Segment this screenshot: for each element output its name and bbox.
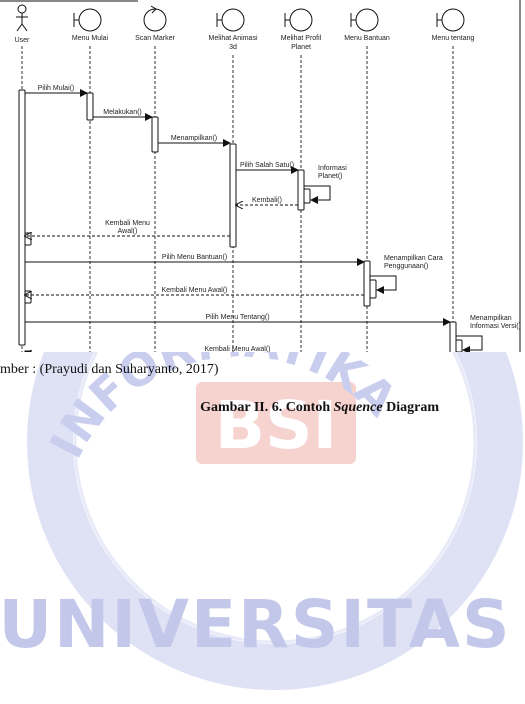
message-label: Melakukan()	[103, 109, 142, 116]
actor-head	[17, 4, 27, 14]
message-label: Menampilkan	[470, 315, 512, 322]
activation-bar	[151, 116, 159, 153]
participant-menu-mulai: Menu Mulai	[72, 8, 109, 42]
actor-leg-right	[21, 23, 28, 32]
participant-label: 3d	[229, 44, 237, 51]
message: Pilih Menu Tentang()	[25, 314, 451, 326]
activation-bar	[18, 89, 26, 346]
activation-bar	[363, 260, 371, 307]
message-label: Informasi	[318, 165, 347, 172]
message: Melakukan()	[93, 109, 153, 121]
message-label: Pilih Mulai()	[38, 85, 75, 92]
message-label: Pilih Salah Satu()	[240, 162, 294, 169]
message-label: Kembali Menu Awal()	[204, 346, 270, 352]
participant-label: Menu Bantuan	[344, 35, 390, 42]
return-message: Kembali Menu Awal()	[25, 346, 271, 352]
message-label: Penggunaan()	[384, 263, 428, 270]
boundary-icon	[441, 8, 465, 32]
message-label: Pilih Menu Tentang()	[205, 314, 269, 321]
message-label: Menampilkan()	[171, 135, 217, 142]
participant-menu-bantuan: Menu Bantuan	[344, 8, 390, 42]
watermark-logo: BSI INFORMATIKA UNIVERSITAS	[0, 352, 523, 690]
participant-scan-marker: Scan Marker	[135, 5, 176, 42]
boundary-icon	[221, 8, 245, 32]
watermark-ring	[27, 352, 523, 690]
figure-title-caption: Gambar II. 6. Contoh Squence Diagram	[0, 400, 525, 416]
activation-bar	[24, 232, 32, 246]
activation-bar	[24, 290, 32, 304]
message-label: Kembali Menu Awal()	[161, 287, 227, 294]
control-arrow-icon	[150, 5, 157, 14]
control-icon	[143, 8, 167, 32]
activation-bar	[24, 350, 32, 352]
boundary-icon	[289, 8, 313, 32]
participant-label: Scan Marker	[135, 35, 175, 42]
activation-bar	[455, 339, 463, 352]
participant-label: Menu Mulai	[72, 35, 109, 42]
svg-text:BSI: BSI	[215, 387, 337, 464]
self-message-arrow	[456, 335, 483, 352]
message-label: Planet()	[318, 173, 343, 180]
message: Pilih Menu Bantuan()	[25, 254, 365, 266]
participant-label: Melihat Animasi	[208, 35, 257, 42]
message: Pilih Mulai()	[25, 85, 88, 97]
participant-label: User	[15, 37, 30, 44]
message-label: Awal()	[118, 228, 138, 235]
participant-label: Melihat Profil	[281, 35, 322, 42]
figure-source-caption: mber : (Prayudi dan Suharyanto, 2017)	[0, 362, 219, 377]
message-label: Kembali Menu	[105, 220, 150, 227]
figure-title-suffix: Diagram	[382, 400, 439, 415]
actor-leg-left	[16, 23, 23, 32]
message-label: Menampilkan Cara	[384, 255, 443, 262]
activation-bar	[449, 321, 457, 352]
participant-melihat-animasi: Melihat Animasi 3d	[208, 8, 258, 51]
boundary-icon	[355, 8, 379, 32]
return-message: Kembali Menu Awal()	[25, 287, 364, 295]
sequence-diagram: User Menu Mulai Scan Marker Melihat Animasi…	[0, 0, 521, 352]
self-message-arrow	[370, 275, 397, 294]
participant-label: Menu tentang	[432, 35, 475, 42]
boundary-icon	[78, 8, 102, 32]
participant-label: Planet	[291, 44, 311, 51]
watermark-logo-mark: BSI	[196, 382, 356, 464]
self-message-arrow	[304, 185, 331, 204]
message-label: Pilih Menu Bantuan()	[162, 254, 227, 261]
return-message: Kembali()	[236, 197, 298, 205]
message: Menampilkan()	[158, 135, 231, 147]
activation-bar	[303, 188, 311, 204]
activation-bar	[297, 169, 305, 211]
activation-bar	[229, 143, 237, 248]
watermark-word: UNIVERSITAS	[0, 586, 511, 663]
figure-title-prefix: Gambar II. 6. Contoh	[200, 400, 334, 415]
participant-menu-tentang: Menu tentang	[432, 8, 475, 42]
activation-bar	[369, 279, 377, 299]
figure-title-italic: Squence	[333, 400, 383, 415]
message-label: Kembali()	[252, 197, 282, 204]
message-label: Informasi Versi()	[470, 323, 521, 330]
activation-bar	[86, 92, 94, 121]
message: Pilih Salah Satu()	[236, 162, 299, 174]
participant-user: User	[15, 4, 30, 44]
